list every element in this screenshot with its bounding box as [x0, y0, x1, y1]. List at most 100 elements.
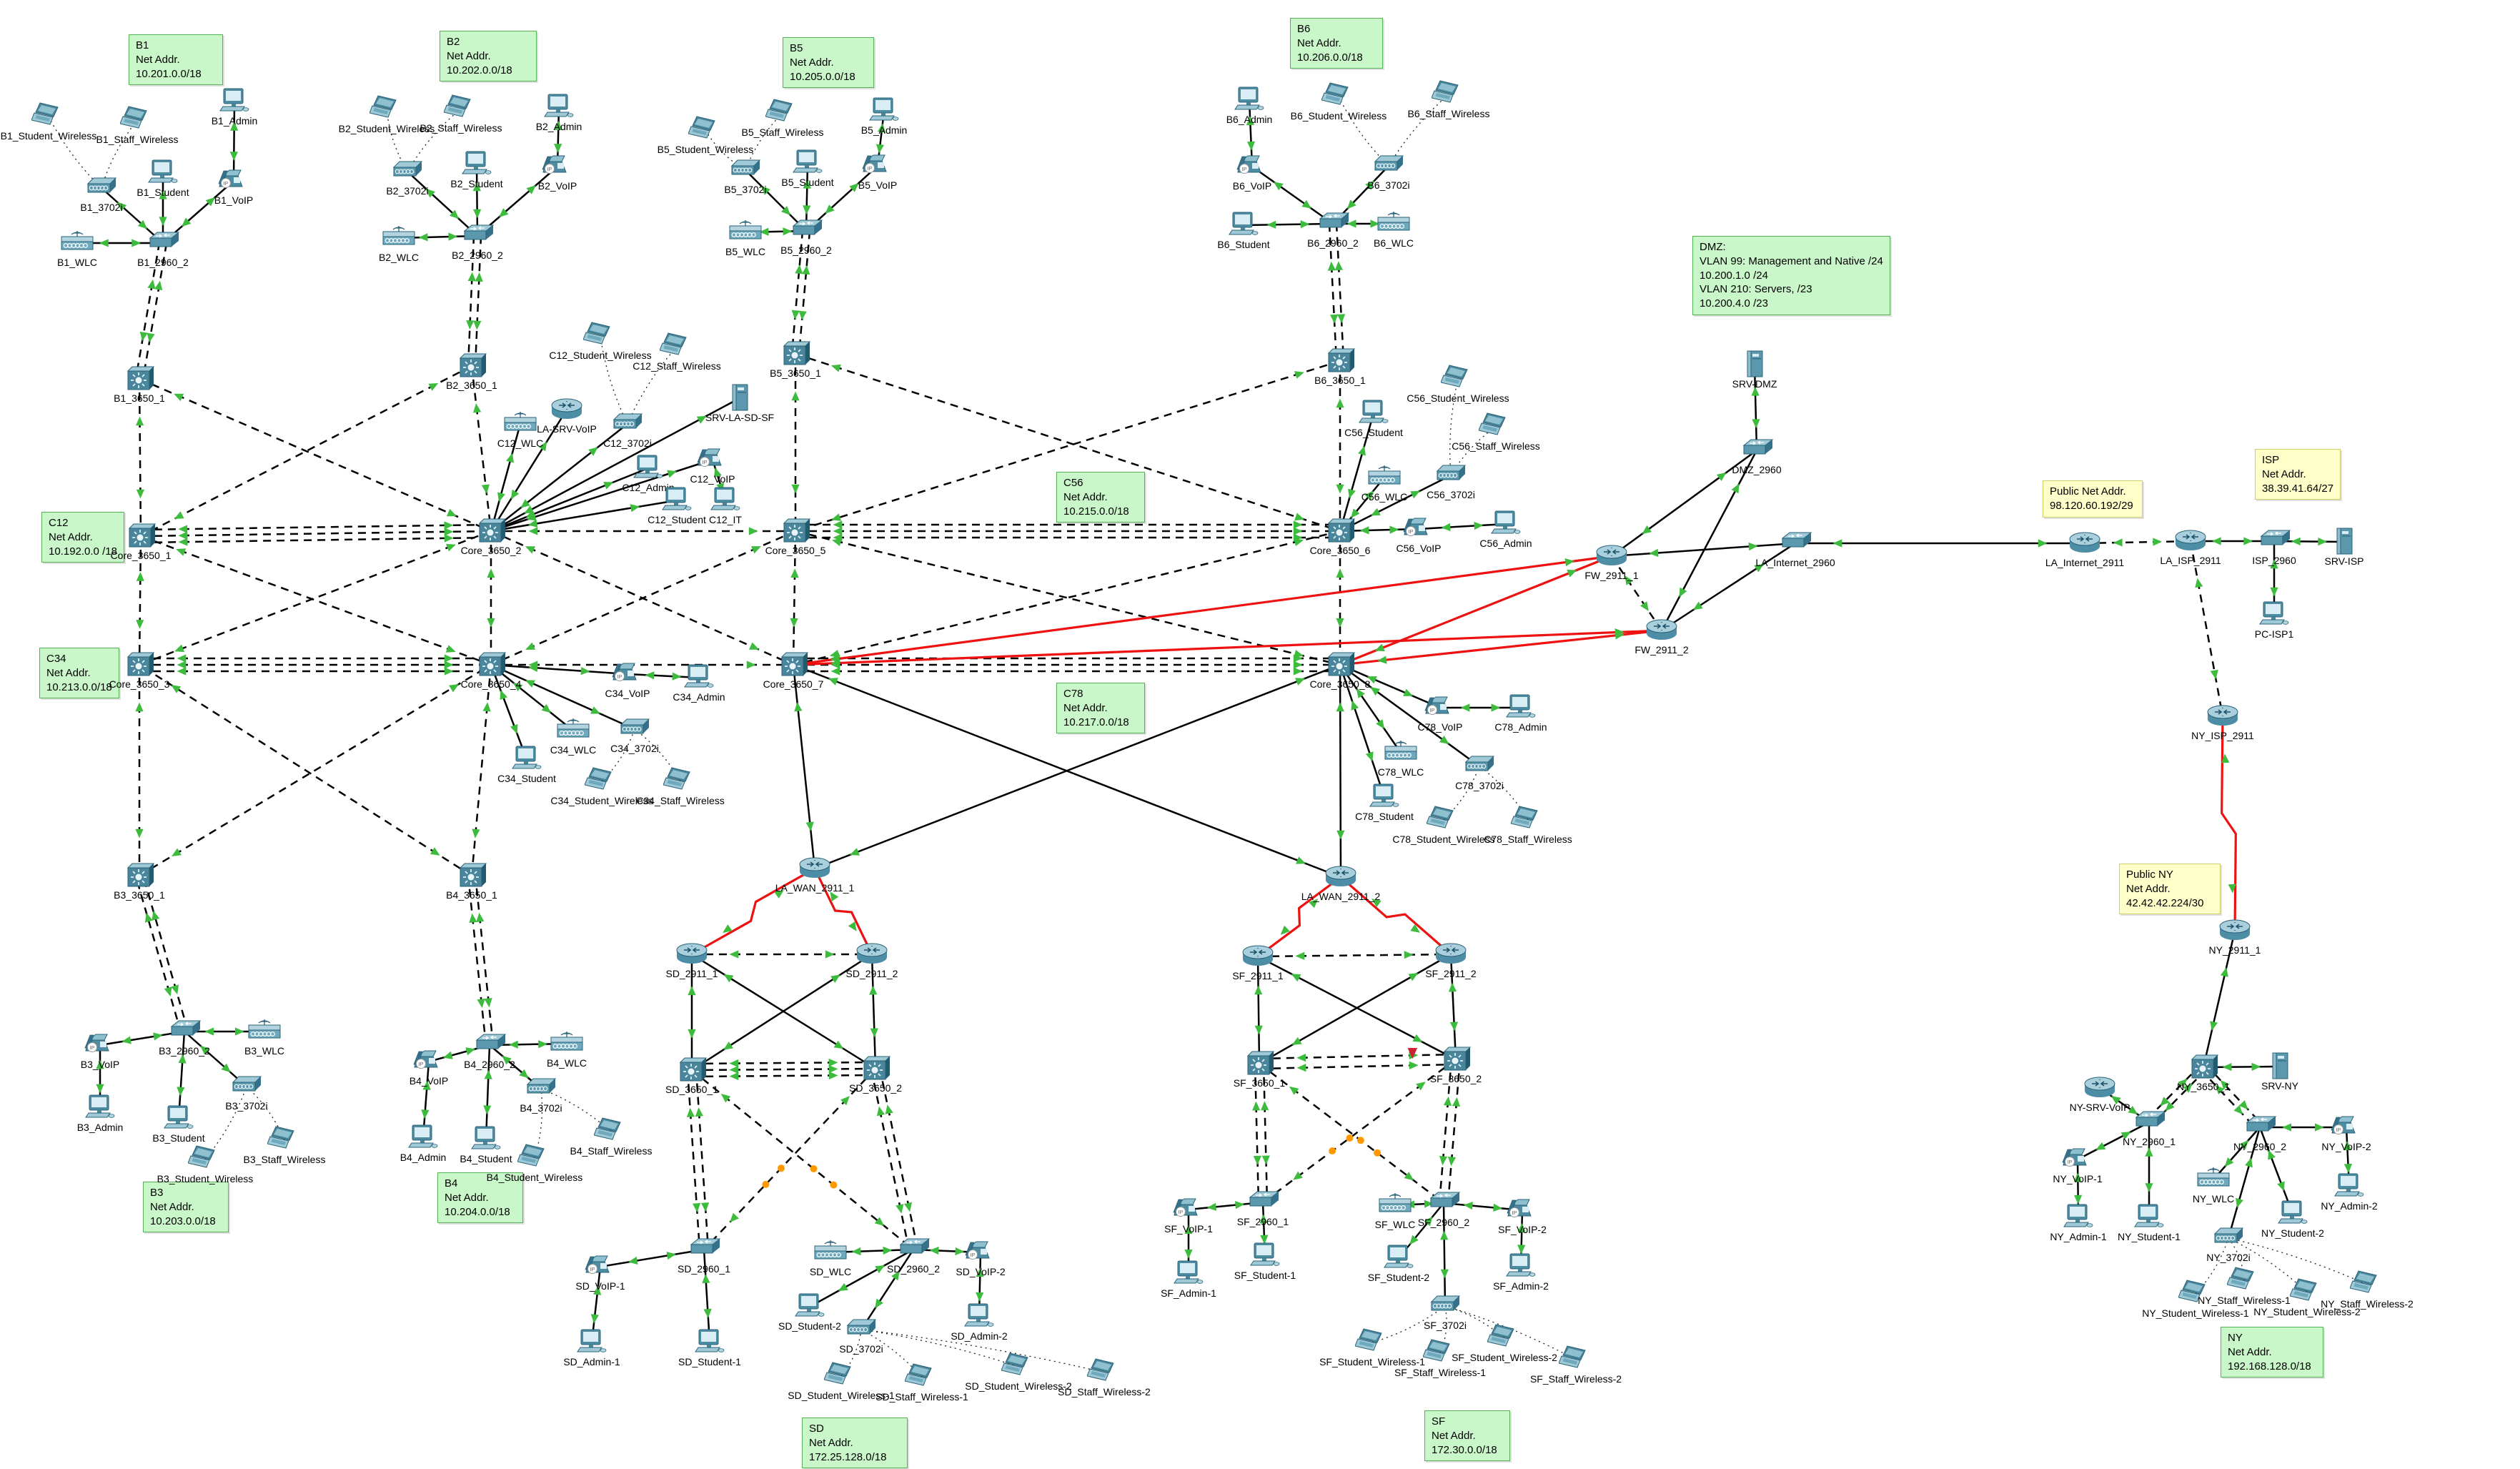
link-SF_2960_2--SF_3702i[interactable] [1442, 1202, 1447, 1307]
link-NY_2960_1--NY_VoIP-1[interactable] [2077, 1121, 2150, 1161]
link-B6_Staff_Wireless--B6_3702i[interactable] [1388, 94, 1449, 167]
device-C12_Admin[interactable] [631, 454, 665, 483]
link-LA_WAN_2911_2--SF_2911_2[interactable] [1339, 876, 1452, 956]
device-SF_Student-2[interactable] [1381, 1244, 1416, 1272]
device-SD_VoIP-1[interactable]: IP [583, 1252, 617, 1281]
link-SF_2911_2--SF_3650_2[interactable] [1449, 954, 1457, 1060]
link-SF_3650_1--SF_3650_2[interactable] [1259, 1053, 1456, 1060]
link-Core_3650_6--C56_3702i[interactable] [1339, 474, 1452, 533]
device-C56_WLC[interactable] [1367, 463, 1402, 492]
link-LA_WAN_2911_1--SD_2911_1[interactable] [691, 867, 815, 956]
device-NY_VoIP-2[interactable]: IP [2329, 1113, 2363, 1142]
device-NY_Admin-2[interactable] [2332, 1172, 2366, 1201]
link-SF_3650_2--SF_2960_1[interactable] [1262, 1058, 1457, 1204]
link-SD_3650_2--SD_2960_1[interactable] [703, 1068, 876, 1250]
device-SD_WLC[interactable] [813, 1238, 848, 1267]
device-LA_ISP_2911[interactable] [2173, 527, 2208, 555]
device-B6_3650_1[interactable] [1323, 347, 1357, 375]
link-LA_WAN_2911_2--SF_2911_1[interactable] [1257, 876, 1341, 958]
link-C56_VoIP--C56_Admin[interactable] [1418, 523, 1507, 530]
link-LA_WAN_2911_1--SD_2911_2[interactable] [813, 868, 873, 955]
link-C78_Staff_Wireless--C78_3702i[interactable] [1479, 766, 1529, 821]
link-Core_3650_5--Core_3650_7[interactable] [792, 530, 797, 666]
device-SD_2960_1[interactable] [687, 1235, 721, 1264]
device-NY_VoIP-1[interactable]: IP [2060, 1145, 2095, 1174]
device-SD_2911_2[interactable] [855, 940, 889, 969]
device-SRV-ISP[interactable] [2327, 528, 2361, 556]
link-SRV-DMZ--DMZ_2960[interactable] [1753, 364, 1758, 451]
device-Core_3650_8[interactable] [1323, 651, 1357, 679]
device-C12_3702i[interactable] [610, 410, 645, 438]
device-SD_3650_2[interactable] [858, 1054, 893, 1083]
device-C78_3702i[interactable] [1462, 752, 1497, 781]
link-SD_2960_2--SD_3702i[interactable] [860, 1249, 915, 1330]
link-Core_3650_2--LA-SRV-VoIP[interactable] [490, 409, 568, 532]
link-Core_3650_1--Core_3650_4[interactable] [140, 535, 492, 666]
link-B6_Student--B6_2960_2[interactable] [1243, 222, 1334, 227]
device-SF_2960_1[interactable] [1246, 1188, 1280, 1217]
link-NY_2960_2--NY_3702i[interactable] [2227, 1127, 2261, 1239]
device-SD_Student_Wireless-2[interactable] [1001, 1352, 1036, 1381]
device-NY_Staff_Wireless-2[interactable] [2350, 1270, 2384, 1299]
device-FW_2911_2[interactable] [1645, 616, 1679, 645]
link-Core_3650_8--C78_VoIP[interactable] [1339, 663, 1441, 709]
device-Core_3650_3[interactable] [122, 651, 157, 679]
device-SF_Student_Wireless-1[interactable] [1355, 1328, 1389, 1357]
device-C12_Student_Wireless[interactable] [583, 322, 617, 350]
link-B4_Student_Wireless--B4_3702i[interactable] [534, 1088, 543, 1159]
link-SD_2960_2--SD_Student-2[interactable] [809, 1248, 914, 1308]
link-SD_Student_Wireless-2--SD_3702i[interactable] [860, 1329, 1019, 1367]
device-SF_VoIP-2[interactable]: IP [1505, 1196, 1539, 1225]
device-B3_Student[interactable] [162, 1104, 196, 1133]
device-Core_3650_7[interactable] [776, 651, 810, 679]
link-Core_3650_4--C34_VoIP[interactable] [490, 663, 628, 676]
link-Core_3650_4--C34_Student[interactable] [490, 664, 528, 760]
device-SD_Student-2[interactable] [793, 1292, 827, 1321]
device-SD_Staff_Wireless-2[interactable] [1087, 1358, 1121, 1387]
link-Core_3650_2--SRV-LA-SD-SF[interactable] [490, 397, 740, 533]
device-LA-SRV-VoIP[interactable] [550, 395, 584, 424]
device-B6_WLC[interactable] [1376, 209, 1411, 238]
device-NY_Student_Wireless-1[interactable] [2178, 1280, 2213, 1308]
link-B3_3702i--B3_2960_2[interactable] [184, 1031, 247, 1087]
device-B2_Student_Wireless[interactable] [369, 95, 404, 124]
device-C34_Student[interactable] [510, 745, 544, 773]
device-NY_3702i[interactable] [2211, 1224, 2246, 1252]
link-B4_2960_2--B4_3650_1[interactable] [467, 876, 487, 1046]
device-C56_3702i[interactable] [1434, 461, 1468, 490]
link-B4_3650_1--Core_3650_3[interactable] [139, 663, 472, 877]
link-SF_2911_2--SF_3650_1[interactable] [1259, 953, 1452, 1065]
link-NY_2960_2--NY_WLC[interactable] [2213, 1127, 2261, 1180]
device-B2_Staff_Wireless[interactable] [444, 94, 478, 123]
device-SRV-LA-SD-SF[interactable] [723, 384, 757, 412]
link-SD_3650_2--SD_2960_2[interactable] [878, 1067, 919, 1250]
device-C78_Student[interactable] [1367, 783, 1402, 811]
device-B4_3702i[interactable] [524, 1074, 558, 1103]
link-NY_2960_2--NY_Student-2[interactable] [2258, 1127, 2294, 1215]
link-B2_3650_1--Core_3650_2[interactable] [470, 365, 492, 532]
link-SF_3650_1--SF_2960_2[interactable] [1259, 1063, 1444, 1204]
link-Core_3650_8--C78_WLC[interactable] [1339, 664, 1402, 753]
link-SF_3650_1--SF_2960_1[interactable] [1254, 1064, 1260, 1203]
link-Core_3650_8--C78_Student[interactable] [1339, 664, 1386, 798]
link-FW_2911_1--LA_Internet_2960[interactable] [1611, 542, 1796, 558]
device-C12_VoIP[interactable]: IP [695, 445, 730, 474]
link-Core_3650_2--C12_WLC[interactable] [490, 423, 522, 532]
link-Core_3650_7--FW_2911_1[interactable] [793, 555, 1612, 666]
device-B1_Staff_Wireless[interactable] [120, 106, 154, 134]
link-SD_2960_1--SD_VoIP-1[interactable] [600, 1248, 705, 1268]
link-FW_2911_1--FW_2911_2[interactable] [1610, 555, 1663, 631]
link-SF_2911_1--SF_2911_2[interactable] [1257, 953, 1452, 958]
link-Core_3650_8--C78_3702i[interactable] [1339, 663, 1480, 768]
device-C78_Student_Wireless[interactable] [1427, 806, 1461, 834]
device-C34_VoIP[interactable]: IP [610, 660, 645, 688]
device-B2_2960_2[interactable] [460, 222, 495, 250]
link-Core_3650_8--LA_WAN_2911_1[interactable] [814, 663, 1341, 870]
link-Core_3650_2--Core_3650_3[interactable] [139, 530, 492, 666]
device-B5_Admin[interactable] [867, 97, 901, 125]
link-SD_Student_Wireless-1--SD_3702i[interactable] [840, 1329, 862, 1377]
link-C34_VoIP--C34_Admin[interactable] [627, 673, 700, 679]
device-B6_Student_Wireless[interactable] [1321, 82, 1356, 111]
device-B4_Student_Wireless[interactable] [517, 1144, 552, 1172]
device-SRV-DMZ[interactable] [1737, 350, 1772, 379]
